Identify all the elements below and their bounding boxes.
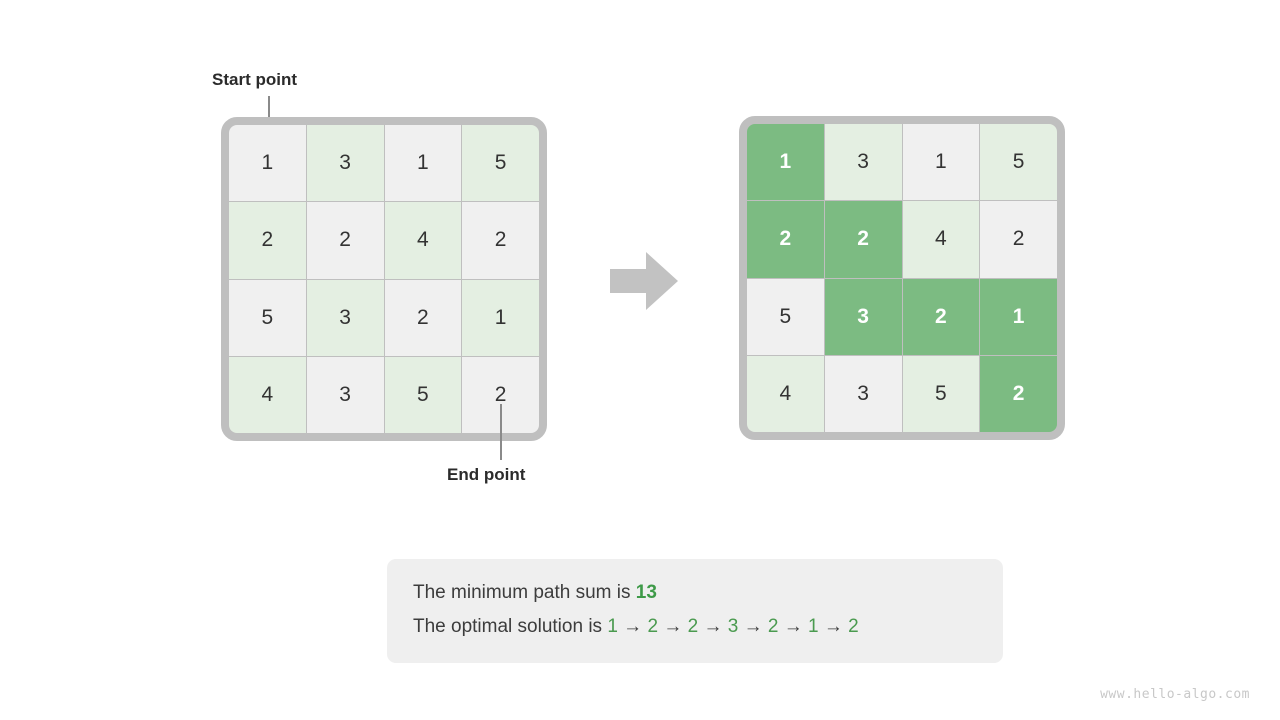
grid-cell-r0-c0: 1 xyxy=(747,124,824,201)
caption-box: The minimum path sum is 13 The optimal s… xyxy=(387,559,1003,663)
grid-cell-r0-c1: 3 xyxy=(306,125,384,202)
grid-cell-r2-c0: 5 xyxy=(747,278,824,355)
grid-cell-r0-c2: 1 xyxy=(902,124,980,201)
grid-cell-r1-c0: 2 xyxy=(747,201,824,278)
grid-cell-r3-c2: 5 xyxy=(902,355,980,432)
caption-line-sum: The minimum path sum is 13 xyxy=(413,576,977,610)
path-arrow-glyph: → xyxy=(738,616,768,637)
path-step-5: 1 xyxy=(808,616,819,637)
grid-cell-r3-c1: 3 xyxy=(824,355,902,432)
grid-cell-r0-c2: 1 xyxy=(384,125,462,202)
grid-cell-r3-c2: 5 xyxy=(384,356,462,433)
path-step-6: 2 xyxy=(848,616,859,637)
grid-cell-r0-c3: 5 xyxy=(462,125,539,202)
path-step-0: 1 xyxy=(607,616,618,637)
path-step-4: 2 xyxy=(767,616,779,637)
grid-cell-r3-c1: 3 xyxy=(306,356,384,433)
grid-cell-r2-c0: 5 xyxy=(229,279,306,356)
optimal-path-sequence: 1 → 2 → 2 → 3 → 2 → 1 → 2 xyxy=(607,616,858,637)
grid-cell-r3-c0: 4 xyxy=(747,355,824,432)
grid-cell-r3-c0: 4 xyxy=(229,356,306,433)
arrow-right-icon xyxy=(610,252,678,310)
caption-line-solution: The optimal solution is 1 → 2 → 2 → 3 → … xyxy=(413,610,977,644)
grid-cell-r3-c3: 2 xyxy=(980,355,1057,432)
path-step-1: 2 xyxy=(647,616,659,637)
grid-cell-r2-c2: 2 xyxy=(902,278,980,355)
grid-cell-r1-c3: 2 xyxy=(980,201,1057,278)
grid-cell-r1-c3: 2 xyxy=(462,202,539,279)
grid-cell-r2-c3: 1 xyxy=(980,278,1057,355)
path-arrow-glyph: → xyxy=(778,616,809,637)
grid-cell-r0-c0: 1 xyxy=(229,125,306,202)
grid-cell-r1-c1: 2 xyxy=(824,201,902,278)
grid-cell-r2-c1: 3 xyxy=(824,278,902,355)
path-arrow-glyph: → xyxy=(698,616,728,637)
site-watermark: www.hello-algo.com xyxy=(1100,687,1250,702)
end-point-label: End point xyxy=(447,465,526,484)
path-step-2: 2 xyxy=(687,616,699,637)
grid-cell-r2-c3: 1 xyxy=(462,279,539,356)
grid-cell-r0-c1: 3 xyxy=(824,124,902,201)
grid-cell-r1-c0: 2 xyxy=(229,202,306,279)
caption-sum-prefix: The minimum path sum is xyxy=(413,582,636,603)
caption-solution-prefix: The optimal solution is xyxy=(413,616,608,637)
minimum-path-sum-value: 13 xyxy=(635,582,657,603)
grid-cell-r1-c2: 4 xyxy=(384,202,462,279)
grid-cell-r1-c1: 2 xyxy=(306,202,384,279)
path-arrow-glyph: → xyxy=(658,616,688,637)
start-point-label: Start point xyxy=(212,70,297,89)
grid-cell-r1-c2: 4 xyxy=(902,201,980,278)
path-arrow-glyph: → xyxy=(818,616,849,637)
path-arrow-glyph: → xyxy=(617,616,648,637)
grid-cell-r0-c3: 5 xyxy=(980,124,1057,201)
path-step-3: 3 xyxy=(727,616,739,637)
grid-cell-r2-c1: 3 xyxy=(306,279,384,356)
grid-cell-r2-c2: 2 xyxy=(384,279,462,356)
end-point-leader-line xyxy=(500,404,502,460)
